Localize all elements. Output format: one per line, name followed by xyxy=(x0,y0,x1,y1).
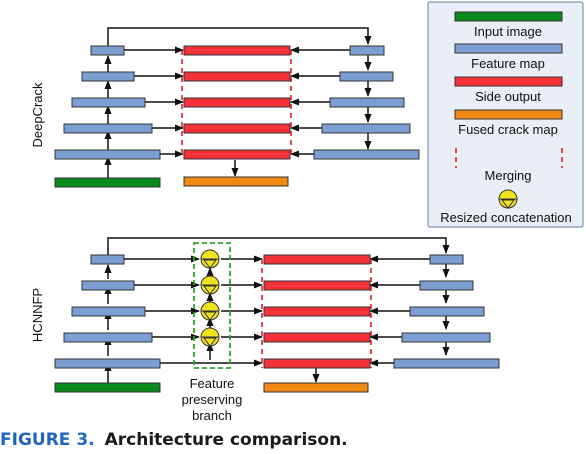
resized-concatenation-icon xyxy=(200,301,220,321)
legend-merging-label: Merging xyxy=(485,168,532,183)
merging-lines xyxy=(181,50,292,158)
legend-concatenation-icon xyxy=(498,189,518,209)
feature-map xyxy=(71,306,146,317)
input-image xyxy=(54,382,161,393)
feature-map xyxy=(81,280,135,291)
feature-map xyxy=(54,358,161,369)
side-output xyxy=(263,358,371,369)
hcnnfp-title: HCNNFP xyxy=(30,288,45,342)
feature-map xyxy=(393,358,500,369)
side-output xyxy=(183,97,291,108)
branch-label-line: preserving xyxy=(182,392,243,407)
side-output xyxy=(183,71,291,82)
legend: Input image Feature map Side output Fuse… xyxy=(427,1,584,228)
deepcrack-diagram: DeepCrack xyxy=(30,27,420,188)
feature-map xyxy=(321,123,411,134)
branch-label: Feature preserving branch xyxy=(182,376,243,423)
resized-concatenation-icon xyxy=(200,327,220,347)
resized-concatenation-icon xyxy=(200,275,220,295)
legend-merging-swatch xyxy=(455,148,563,168)
fused-crack-map xyxy=(263,382,369,393)
deepcrack-top-connector xyxy=(107,27,372,46)
feature-map xyxy=(90,254,125,265)
feature-map xyxy=(339,71,394,82)
feature-map xyxy=(63,123,153,134)
merging-lines xyxy=(261,259,372,368)
resized-concatenation-nodes xyxy=(200,249,220,347)
figure-number: FIGURE 3. xyxy=(0,430,95,450)
branch-label-line: branch xyxy=(192,408,232,423)
figure-title: Architecture comparison. xyxy=(104,430,348,450)
feature-map xyxy=(329,97,405,108)
feature-map xyxy=(90,45,125,56)
side-output xyxy=(183,123,291,134)
figure-caption: FIGURE 3. Architecture comparison. xyxy=(0,430,348,450)
legend-feature-swatch xyxy=(454,43,563,54)
feature-map xyxy=(349,45,385,56)
feature-map xyxy=(313,149,420,160)
feature-map xyxy=(71,97,146,108)
feature-preserving-branch-box xyxy=(193,242,231,369)
side-output xyxy=(263,306,371,317)
legend-fused-swatch xyxy=(454,109,563,120)
hcnnfp-top-connector xyxy=(107,237,450,256)
resized-concatenation-icon xyxy=(200,249,220,269)
side-output xyxy=(183,149,291,160)
legend-input-swatch xyxy=(454,11,563,22)
side-output xyxy=(263,254,371,265)
side-output xyxy=(263,280,371,291)
legend-side-swatch xyxy=(454,76,563,87)
feature-map xyxy=(54,149,161,160)
hcnnfp-diagram: HCNNFP xyxy=(30,237,500,423)
feature-map xyxy=(81,71,135,82)
legend-concatenation-label: Resized concatenation xyxy=(440,210,572,225)
feature-map xyxy=(401,332,491,343)
legend-feature-label: Feature map xyxy=(471,56,545,71)
deepcrack-side-arrows xyxy=(124,46,350,177)
fused-crack-map xyxy=(183,176,289,187)
feature-map xyxy=(409,306,485,317)
input-image xyxy=(54,177,161,188)
legend-side-label: Side output xyxy=(475,89,541,104)
feature-map xyxy=(63,332,153,343)
legend-fused-label: Fused crack map xyxy=(458,122,558,137)
branch-label-line: Feature xyxy=(190,376,235,391)
feature-map xyxy=(419,280,474,291)
deepcrack-title: DeepCrack xyxy=(30,82,45,148)
hcnnfp-side-arrows xyxy=(124,255,430,383)
legend-input-label: Input image xyxy=(474,24,542,39)
side-output xyxy=(183,45,291,56)
feature-map xyxy=(429,254,464,265)
side-output xyxy=(263,332,371,343)
